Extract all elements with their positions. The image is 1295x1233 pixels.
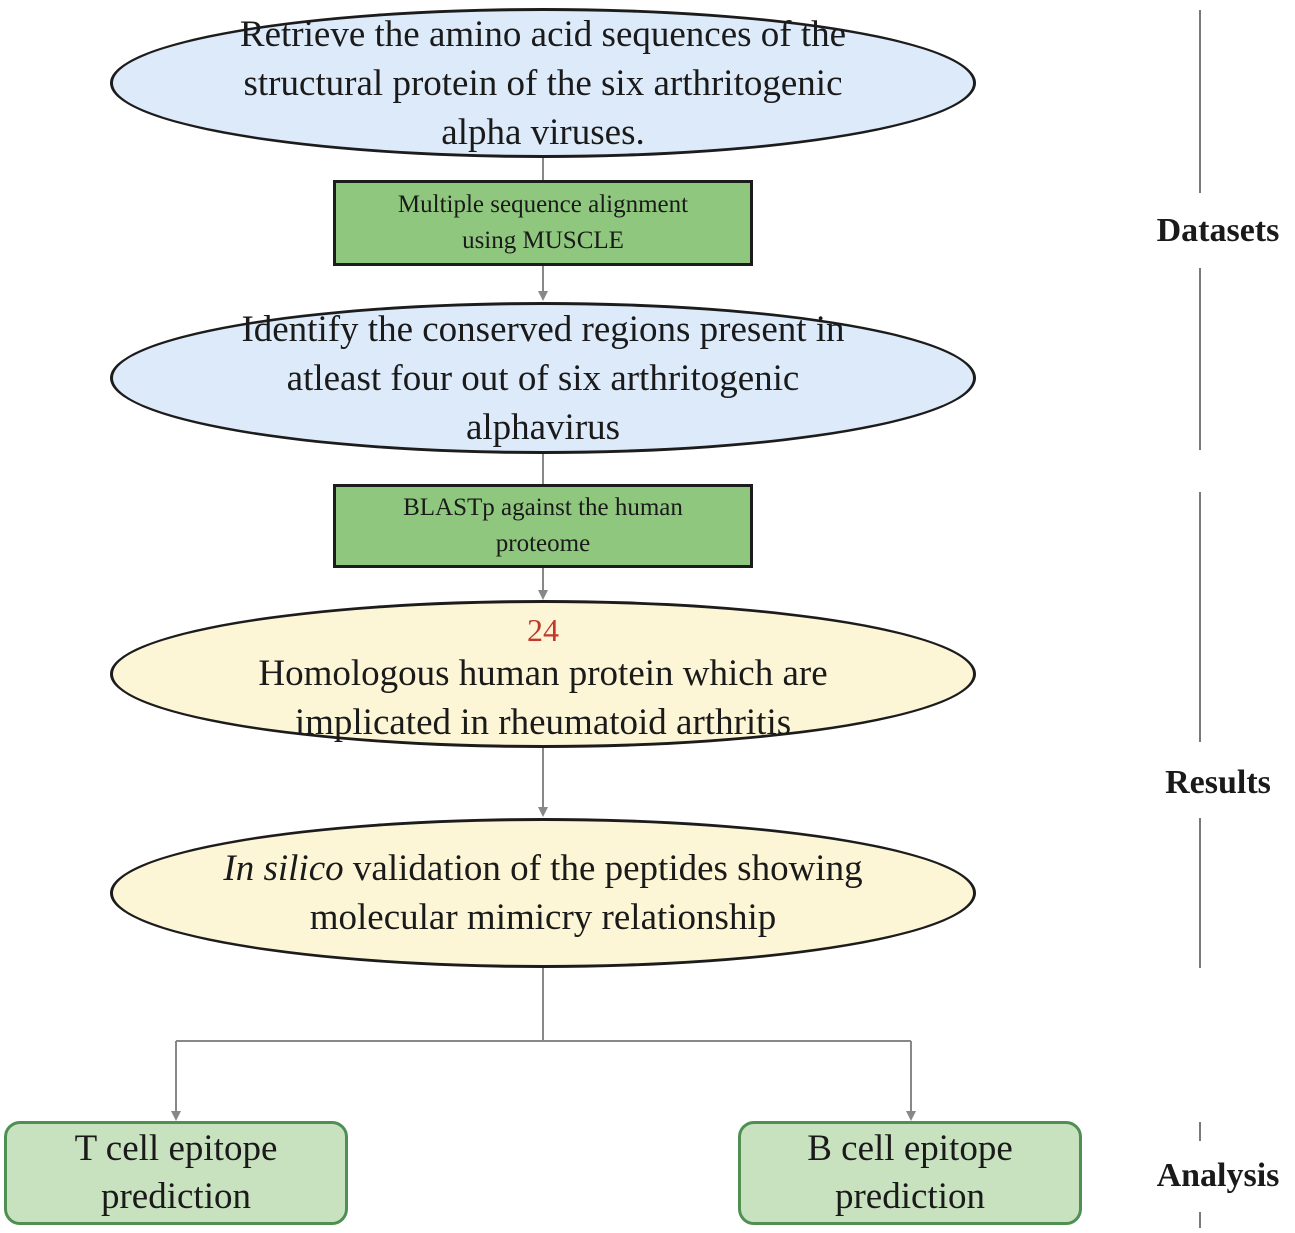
validation-line-1-rest: validation of the peptides showing xyxy=(343,848,863,889)
homologous-line-2: implicated in rheumatoid arthritis xyxy=(294,702,792,743)
retrieve-line-3: alpha viruses. xyxy=(441,111,645,153)
tcell-line-1: T cell epitope xyxy=(74,1128,278,1169)
in-silico-validation-node: In silico validation of the peptides sho… xyxy=(110,818,976,968)
retrieve-line-2: structural protein of the six arthritoge… xyxy=(243,62,843,104)
phase-label-analysis: Analysis xyxy=(1156,1157,1280,1194)
t-cell-epitope-node: T cell epitope prediction xyxy=(4,1121,348,1225)
b-cell-epitope-node: B cell epitope prediction xyxy=(738,1121,1082,1225)
conserved-line-1: Identify the conserved regions present i… xyxy=(241,308,845,350)
phase-label-results: Results xyxy=(1165,764,1271,801)
homologous-line-1: Homologous human protein which are xyxy=(258,653,828,694)
msa-step: Multiple sequence alignment using MUSCLE xyxy=(333,180,753,266)
msa-line-1: Multiple sequence alignment xyxy=(397,191,689,218)
conserved-regions-node: Identify the conserved regions present i… xyxy=(110,302,976,454)
phase-label-datasets: Datasets xyxy=(1156,212,1280,249)
bcell-line-2: prediction xyxy=(834,1176,985,1217)
blast-line-2: proteome xyxy=(495,530,591,557)
validation-italic: In silico xyxy=(223,848,344,889)
tcell-line-2: prediction xyxy=(100,1176,251,1217)
validation-line-2: molecular mimicry relationship xyxy=(309,897,777,938)
blastp-step: BLASTp against the human proteome xyxy=(333,484,753,568)
validation-line-1: In silico validation of the peptides sho… xyxy=(223,844,862,893)
blast-line-1: BLASTp against the human xyxy=(403,494,683,521)
retrieve-sequences-node: Retrieve the amino acid sequences of the… xyxy=(110,8,976,158)
conserved-line-2: atleast four out of six arthritogenic xyxy=(286,357,800,399)
bcell-line-1: B cell epitope xyxy=(807,1128,1013,1169)
homologous-count: 24 xyxy=(527,612,559,648)
homologous-proteins-node: 24 Homologous human protein which are im… xyxy=(110,600,976,748)
msa-line-2: using MUSCLE xyxy=(462,227,624,254)
conserved-line-3: alphavirus xyxy=(465,406,621,448)
retrieve-line-1: Retrieve the amino acid sequences of the xyxy=(239,13,847,55)
